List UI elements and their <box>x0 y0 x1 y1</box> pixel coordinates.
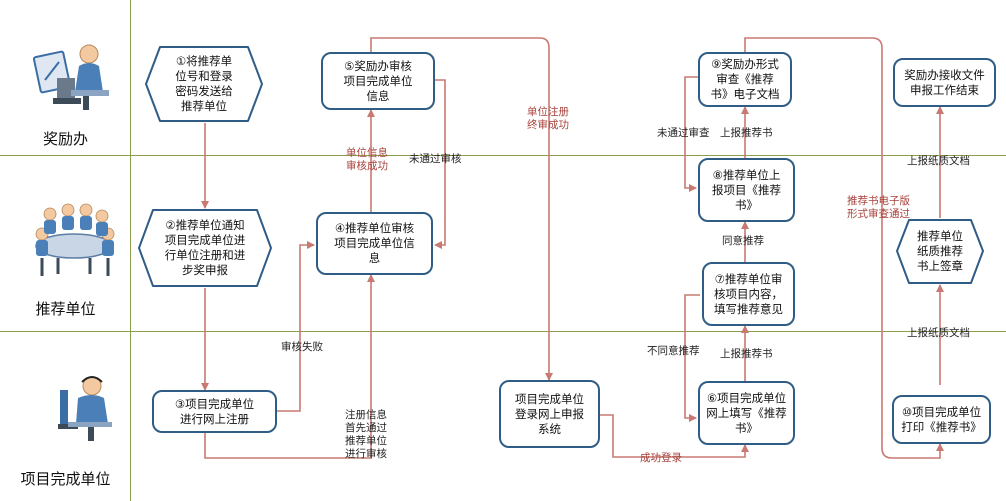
lane-completing-unit <box>0 331 1006 501</box>
label-not-passed: 未通过审核 <box>409 153 462 165</box>
label-report-book-2: 上报推荐书 <box>720 127 773 139</box>
meeting-icon <box>35 203 115 276</box>
label-report-book-1: 上报推荐书 <box>720 348 773 360</box>
step-5-office-review: ⑤奖励办审核 项目完成单位 信息 <box>321 52 435 110</box>
step-1-send-password: ①将推荐单 位号和登录 密码发送给 推荐单位 <box>144 45 264 123</box>
step-login-system: 项目完成单位 登录网上申报 系统 <box>499 380 600 448</box>
arrow-3-to-4 <box>277 241 315 412</box>
step-6-fill-form: ⑥项目完成单位 网上填写《推荐 书》 <box>698 381 795 445</box>
lane-name-recommending-unit: 推荐单位 <box>35 300 96 318</box>
label-paper-doc-2: 上报纸质文档 <box>907 327 970 339</box>
label-agree-recommend: 同意推荐 <box>722 235 764 247</box>
step-7-review-content: ⑦推荐单位审 核项目内容， 填写推荐意见 <box>702 262 795 326</box>
lane-name-completing-unit: 项目完成单位 <box>20 470 111 488</box>
step-sign-text: 推荐单位 纸质推荐 书上签章 <box>917 229 963 273</box>
arrow-7-to-6-rejected <box>684 294 700 422</box>
step-2-notify-register: ②推荐单位通知 项目完成单位进 行单位注册和进 步奖申报 <box>137 208 273 288</box>
arrow-3-to-4-review <box>204 274 375 459</box>
computer-user-icon <box>58 376 112 441</box>
label-review-failed: 审核失败 <box>281 341 323 353</box>
step-4-recommend-review: ④推荐单位审核 项目完成单位信 息 <box>316 212 433 275</box>
step-10-print: ⑩项目完成单位 打印《推荐书》 <box>892 395 991 444</box>
label-register-first: 注册信息 首先通过 推荐单位 进行审核 <box>345 409 387 460</box>
label-not-recommend: 不同意推荐 <box>647 345 700 357</box>
step-9-form-check: ⑨奖励办形式 审查《推荐 书》电子文档 <box>698 52 792 107</box>
step-2-text: ②推荐单位通知 项目完成单位进 行单位注册和进 步奖申报 <box>164 218 246 277</box>
label-paper-doc-1: 上报纸质文档 <box>907 155 970 167</box>
arrow-login-to-6 <box>600 414 749 458</box>
label-unit-info-ok: 单位信息 审核成功 <box>346 147 388 172</box>
step-sign-paper: 推荐单位 纸质推荐 书上签章 <box>895 218 985 285</box>
lane-name-award-office: 奖励办 <box>42 130 88 148</box>
lane-label-column <box>0 0 131 501</box>
researcher-icon <box>33 44 109 110</box>
label-form-review-pass: 推荐书电子版 形式审查通过 <box>847 195 910 220</box>
label-not-pass-review: 未通过审查 <box>657 127 710 139</box>
arrow-5-to-4-rejected <box>434 79 446 249</box>
arrow-9-to-10 <box>744 37 944 459</box>
step-1-text: ①将推荐单 位号和登录 密码发送给 推荐单位 <box>175 54 233 113</box>
label-register-final: 单位注册 终审成功 <box>527 106 569 131</box>
step-3-online-register: ③项目完成单位 进行网上注册 <box>152 390 277 433</box>
step-end-receive: 奖励办接收文件 申报工作结束 <box>893 58 996 107</box>
arrow-5-to-login <box>370 37 553 381</box>
arrow-9-to-8-rejected <box>684 76 700 192</box>
step-8-report: ⑧推荐单位上 报项目《推荐 书》 <box>698 158 795 222</box>
lane-recommending-unit <box>0 155 1006 331</box>
label-login-success: 成功登录 <box>640 452 682 464</box>
